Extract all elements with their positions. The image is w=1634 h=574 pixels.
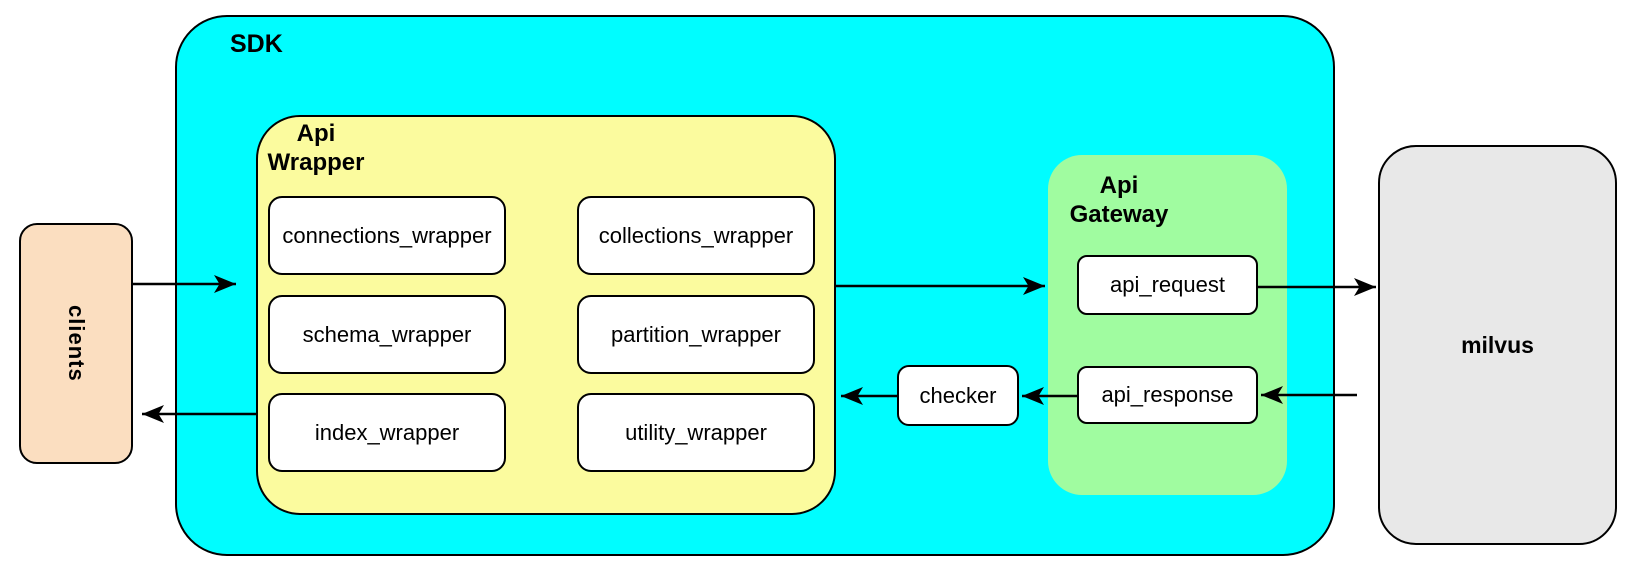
node-connections-wrapper-label: connections_wrapper [282, 222, 492, 248]
node-api-gateway-label: Api Gateway [1069, 172, 1169, 228]
node-checker: checker [897, 365, 1019, 426]
node-api-gateway [1048, 155, 1287, 495]
node-checker-label: checker [919, 382, 997, 408]
node-api-wrapper-label: Api Wrapper [267, 120, 365, 176]
node-api-request-label: api_request [1110, 272, 1225, 297]
node-collections-wrapper: collections_wrapper [577, 196, 815, 275]
node-index-wrapper-label: index_wrapper [314, 419, 460, 445]
node-index-wrapper: index_wrapper [268, 393, 506, 472]
node-clients-label: clients [64, 305, 89, 382]
node-api-response: api_response [1077, 366, 1258, 424]
node-api-response-label: api_response [1101, 382, 1234, 407]
node-utility-wrapper-label: utility_wrapper [625, 419, 767, 445]
node-sdk-label: SDK [230, 30, 283, 58]
node-connections-wrapper: connections_wrapper [268, 196, 506, 275]
node-milvus-label: milvus [1461, 331, 1534, 358]
node-clients: clients [19, 223, 133, 464]
node-milvus: milvus [1378, 145, 1617, 545]
node-partition-wrapper-label: partition_wrapper [611, 321, 781, 347]
node-collections-wrapper-label: collections_wrapper [598, 222, 794, 248]
node-partition-wrapper: partition_wrapper [577, 295, 815, 374]
node-schema-wrapper: schema_wrapper [268, 295, 506, 374]
node-api-request: api_request [1077, 255, 1258, 315]
node-schema-wrapper-label: schema_wrapper [302, 321, 472, 347]
node-utility-wrapper: utility_wrapper [577, 393, 815, 472]
